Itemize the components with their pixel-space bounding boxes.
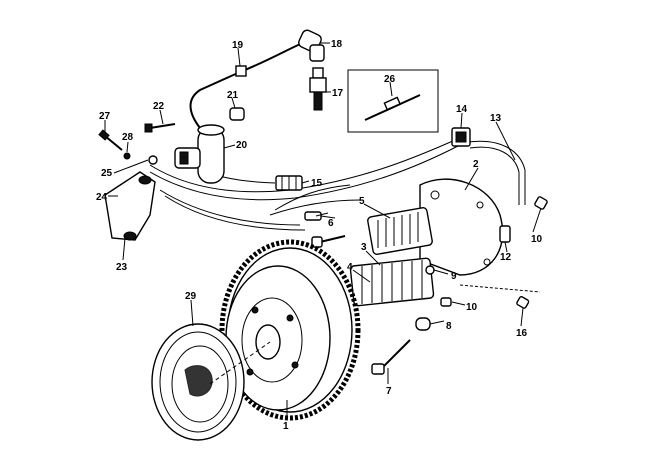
callout-10b: 10 — [531, 234, 543, 245]
stator-plate-2 — [419, 178, 504, 276]
callout-2: 2 — [473, 159, 479, 170]
callout-21: 21 — [227, 90, 239, 101]
spark-plug-wire-19 — [189, 41, 306, 129]
callout-8: 8 — [446, 321, 452, 332]
screw-9 — [425, 265, 435, 275]
screw-10a — [440, 297, 452, 307]
bushing-8 — [415, 317, 431, 331]
terminal-6 — [304, 211, 336, 221]
callout-22: 22 — [153, 101, 165, 112]
bracket-24 — [104, 171, 156, 241]
bolt-7 — [371, 339, 411, 375]
callout-16: 16 — [516, 328, 528, 339]
plug-cap-18 — [298, 29, 325, 62]
bolt-stator — [311, 235, 346, 248]
callout-15: 15 — [311, 178, 323, 189]
pulley-29 — [151, 323, 271, 441]
grommet-25 — [148, 155, 158, 165]
bolt-22 — [144, 123, 176, 133]
callout-28: 28 — [122, 132, 134, 143]
callout-13: 13 — [490, 113, 502, 124]
callout-3: 3 — [361, 242, 367, 253]
connector-15 — [275, 175, 303, 191]
callout-4: 4 — [347, 262, 353, 273]
callout-9: 9 — [451, 271, 457, 282]
callout-12: 12 — [500, 252, 512, 263]
callout-27: 27 — [99, 111, 111, 122]
screw-16 — [459, 284, 541, 309]
callout-24: 24 — [96, 192, 108, 203]
cap-21 — [229, 107, 245, 121]
coil-3 — [349, 257, 435, 307]
callout-1: 1 — [283, 421, 289, 432]
callout-29: 29 — [185, 291, 197, 302]
flywheel-1 — [219, 239, 361, 421]
screw-10b — [534, 196, 548, 210]
callout-14: 14 — [456, 104, 468, 115]
callout-23: 23 — [116, 262, 128, 273]
callout-labels: 1 2 3 4 5 6 7 8 9 10 10 12 13 14 15 16 1… — [96, 39, 543, 432]
callout-10a: 10 — [466, 302, 478, 313]
callout-20: 20 — [236, 140, 248, 151]
callout-25: 25 — [101, 168, 113, 179]
connector-14 — [451, 127, 471, 147]
washer-28 — [123, 152, 131, 160]
coil-5 — [367, 207, 433, 255]
leader-lines — [104, 42, 542, 418]
spark-plug-17 — [309, 67, 327, 111]
callout-17: 17 — [332, 88, 344, 99]
callout-7: 7 — [386, 386, 392, 397]
callout-18: 18 — [331, 39, 343, 50]
clip-12 — [499, 225, 511, 243]
inset-26 — [347, 69, 439, 133]
callout-5: 5 — [359, 196, 365, 207]
callout-6: 6 — [328, 218, 334, 229]
ignition-coil-20 — [174, 124, 225, 184]
bolt-27 — [98, 129, 123, 151]
callout-26: 26 — [384, 74, 396, 85]
callout-19: 19 — [232, 40, 244, 51]
